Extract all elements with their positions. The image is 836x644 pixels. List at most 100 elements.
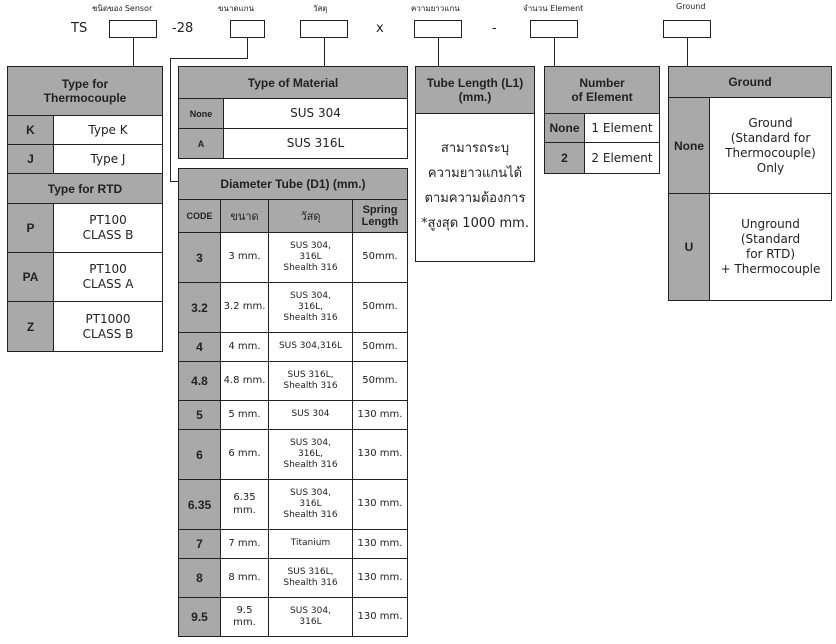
type-value: Type J	[53, 144, 163, 174]
column-header: CODE	[178, 199, 221, 233]
diameter-spring: 130 mm.	[352, 479, 408, 530]
diameter-spring: 50mm.	[352, 282, 408, 333]
diameter-material: SUS 304, 316L, Shealth 316	[268, 429, 353, 480]
connector-line	[438, 38, 439, 66]
diameter-spring: 50mm.	[352, 361, 408, 401]
type-code: P	[7, 203, 54, 253]
diameter-material: SUS 304, 316L Shealth 316	[268, 232, 353, 283]
type-code: Z	[7, 301, 54, 352]
sensor-type-table: Type for Thermocouple K Type K J Type J …	[7, 66, 163, 352]
tube-length-header: Tube Length (L1) (mm.)	[416, 67, 534, 114]
thermocouple-header: Type for Thermocouple	[7, 66, 163, 116]
tube-size-label: ขนาดแกน	[218, 4, 255, 13]
connector-line	[170, 58, 248, 59]
sensor-type-label: ชนิดของ Sensor	[92, 4, 153, 13]
diameter-size: 6.35 mm.	[220, 479, 269, 530]
diameter-code: 3	[178, 232, 221, 283]
tube-length-label: ความยาวแกน	[411, 4, 460, 13]
ground-code: None	[668, 97, 710, 194]
diameter-material: SUS 304	[268, 400, 353, 430]
diameter-code: 6.35	[178, 479, 221, 530]
rtd-header: Type for RTD	[7, 173, 163, 204]
diameter-material: SUS 304,316L	[268, 332, 353, 362]
ground-value: Ground (Standard for Thermocouple) Only	[709, 97, 832, 194]
type-value: PT100 CLASS A	[53, 252, 163, 302]
diameter-spring: 130 mm.	[352, 597, 408, 637]
type-code: K	[7, 115, 54, 145]
element-code: 2	[544, 142, 585, 174]
material-slot	[300, 20, 348, 38]
element-code: None	[544, 113, 585, 143]
material-code: None	[178, 98, 224, 129]
diameter-size: 9.5 mm.	[220, 597, 269, 637]
connector-line	[170, 181, 179, 182]
tube-length-panel: Tube Length (L1) (mm.) สามารถระบุ ความยา…	[415, 66, 535, 262]
connector-line	[170, 58, 171, 181]
ground-header: Ground	[668, 66, 832, 98]
type-code: PA	[7, 252, 54, 302]
ground-code: U	[668, 193, 710, 301]
diameter-code: 9.5	[178, 597, 221, 637]
elements-header: Number of Element	[544, 66, 660, 114]
diameter-material: SUS 304, 316L, Shealth 316	[268, 282, 353, 333]
diameter-size: 6 mm.	[220, 429, 269, 480]
element-count-table: Number of Element None 1 Element 2 2 Ele…	[544, 66, 660, 174]
tube-length-body: สามารถระบุ ความยาวแกนได้ ตามความต้องการ …	[421, 141, 529, 231]
tube-length-slot	[414, 20, 462, 38]
diameter-code: 4.8	[178, 361, 221, 401]
diameter-material: SUS 316L, Shealth 316	[268, 558, 353, 598]
material-header: Type of Material	[178, 66, 408, 99]
diameter-size: 8 mm.	[220, 558, 269, 598]
element-count-label: จำนวน Element	[523, 4, 584, 13]
diameter-spring: 130 mm.	[352, 429, 408, 480]
diameter-material: SUS 304, 316L Shealth 316	[268, 479, 353, 530]
diameter-code: 5	[178, 400, 221, 430]
connector-line	[247, 38, 248, 58]
material-code: A	[178, 128, 224, 159]
material-label: วัสดุ	[313, 4, 328, 13]
ground-slot	[663, 20, 711, 38]
element-value: 1 Element	[584, 113, 660, 143]
diameter-spring: 50mm.	[352, 232, 408, 283]
element-value: 2 Element	[584, 142, 660, 174]
diameter-code: 7	[178, 529, 221, 559]
diameter-material: SUS 304, 316L	[268, 597, 353, 637]
diameter-size: 3.2 mm.	[220, 282, 269, 333]
code-separator-28: -28	[172, 21, 194, 36]
material-value: SUS 304	[223, 98, 408, 129]
tube-size-slot	[230, 20, 265, 38]
type-code: J	[7, 144, 54, 174]
diameter-size: 4 mm.	[220, 332, 269, 362]
type-value: PT1000 CLASS B	[53, 301, 163, 352]
connector-line	[687, 38, 688, 66]
column-header: Spring Length	[352, 199, 408, 233]
sensor-type-slot	[109, 20, 157, 38]
column-header: วัสดุ	[268, 199, 353, 233]
diameter-size: 7 mm.	[220, 529, 269, 559]
element-count-slot	[530, 20, 578, 38]
diameter-table: Diameter Tube (D1) (mm.) CODE ขนาด วัสดุ…	[178, 168, 408, 637]
code-separator-dash: -	[492, 21, 497, 36]
diameter-spring: 130 mm.	[352, 529, 408, 559]
diameter-code: 6	[178, 429, 221, 480]
material-table: Type of Material None SUS 304 A SUS 316L	[178, 66, 408, 159]
diameter-material: Titanium	[268, 529, 353, 559]
ground-label: Ground	[676, 2, 706, 11]
diameter-code: 8	[178, 558, 221, 598]
diameter-header: Diameter Tube (D1) (mm.)	[178, 168, 408, 200]
column-header: ขนาด	[220, 199, 269, 233]
ground-value: Unground (Standard for RTD) + Thermocoup…	[709, 193, 832, 301]
diameter-size: 5 mm.	[220, 400, 269, 430]
code-prefix: TS	[71, 21, 88, 36]
material-value: SUS 316L	[223, 128, 408, 159]
diameter-material: SUS 316L, Shealth 316	[268, 361, 353, 401]
diameter-spring: 130 mm.	[352, 400, 408, 430]
type-value: PT100 CLASS B	[53, 203, 163, 253]
diameter-spring: 130 mm.	[352, 558, 408, 598]
type-value: Type K	[53, 115, 163, 145]
connector-line	[133, 38, 134, 66]
code-separator-x: x	[376, 21, 384, 36]
diameter-spring: 50mm.	[352, 332, 408, 362]
connector-line	[324, 38, 325, 66]
diameter-code: 3.2	[178, 282, 221, 333]
